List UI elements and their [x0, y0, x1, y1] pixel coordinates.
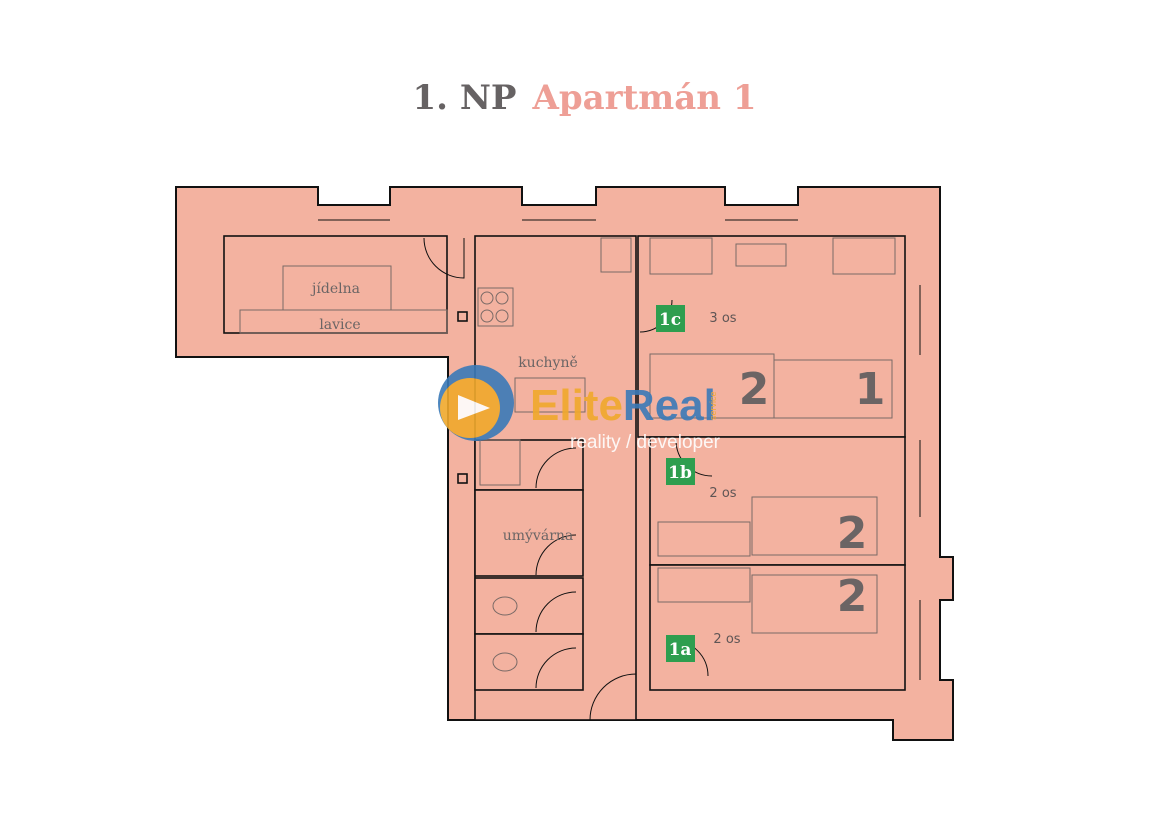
unit-1a: 1a 2 os 2 — [666, 571, 867, 662]
unit-badge-label: 1b — [668, 463, 692, 483]
unit-capacity: 3 os — [709, 311, 736, 326]
label-kitchen: kuchyně — [518, 355, 578, 371]
unit-1b: 1b 2 os 2 — [666, 458, 867, 559]
unit-badge — [666, 458, 695, 485]
furniture — [239, 237, 896, 672]
room-1a — [649, 564, 906, 691]
unit-capacity: 2 os — [713, 632, 740, 647]
watermark-tag: reality / developer — [570, 432, 721, 453]
watermark-logo: EliteReal service reality / developer — [438, 365, 721, 453]
bed-count: 2 — [837, 571, 868, 622]
room-washroom — [474, 489, 584, 577]
watermark-side: service — [708, 391, 718, 420]
room-shower — [474, 439, 584, 491]
apartment-label: Apartmán 1 — [532, 78, 757, 118]
floor-label: 1. NP — [412, 78, 517, 118]
room-wc-2 — [474, 633, 584, 691]
label-bench: lavice — [319, 317, 360, 333]
unit-capacity: 2 os — [709, 486, 736, 501]
room-1c — [637, 235, 906, 438]
label-dining: jídelna — [310, 281, 360, 297]
bed-count: 2 — [837, 508, 868, 559]
unit-badge — [666, 635, 695, 662]
room-dining — [223, 235, 448, 334]
page-title: 1. NP Apartmán 1 — [0, 78, 1169, 118]
label-washroom: umývárna — [503, 527, 574, 544]
watermark-brand: EliteReal — [530, 381, 716, 430]
unit-badge-label: 1a — [669, 640, 692, 660]
bed-count: 2 — [739, 364, 770, 415]
logo-arrow-icon — [458, 395, 490, 420]
room-wc-1 — [474, 577, 584, 635]
unit-badge-label: 1c — [659, 310, 681, 330]
doors — [423, 237, 713, 721]
unit-badge — [656, 305, 685, 332]
bed-count: 1 — [855, 364, 886, 415]
unit-1c: 1c 3 os 2 1 — [656, 305, 885, 415]
